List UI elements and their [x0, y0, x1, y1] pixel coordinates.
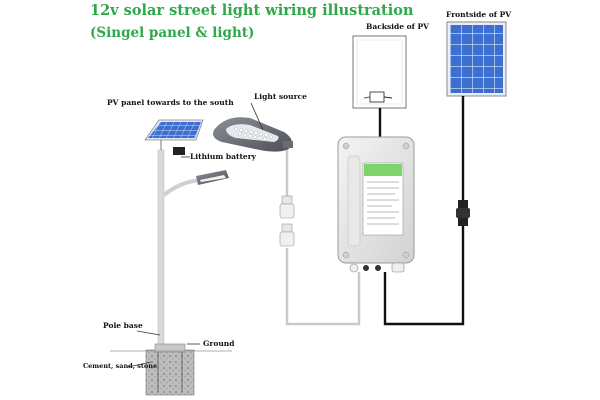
- label-cement-sand-stone: Cement, sand, stone: [83, 362, 158, 370]
- pole-mounted-pv-panel: [144, 119, 204, 141]
- leader-lines: [127, 102, 264, 368]
- label-ground: Ground: [203, 339, 235, 348]
- label-light-source: Light source: [254, 92, 307, 101]
- pv-panel-backside: [352, 35, 407, 109]
- light-cable: [285, 148, 361, 326]
- pv-cable: [378, 96, 465, 326]
- pv-cable-connector: [456, 200, 470, 226]
- pole-base-foundation: [110, 343, 232, 396]
- pole-battery: [173, 147, 185, 155]
- lithium-battery-controller-box: [337, 136, 415, 273]
- street-light-pole: [157, 140, 201, 366]
- pv-panel-frontside: [446, 21, 507, 97]
- label-pole-base: Pole base: [103, 321, 143, 330]
- label-backside-of-pv: Backside of PV: [366, 22, 429, 31]
- label-pv-towards-south: PV panel towards to the south: [107, 98, 234, 107]
- light-cable-connector: [279, 195, 295, 247]
- label-frontside-of-pv: Frontside of PV: [446, 10, 512, 19]
- diagram-subtitle: (Singel panel & light): [90, 25, 255, 41]
- pole-lamp-head: [196, 170, 229, 185]
- diagram-title: 12v solar street light wiring illustrati…: [90, 2, 414, 19]
- light-source-lamp: [213, 117, 293, 152]
- label-lithium-battery: Lithium battery: [190, 152, 257, 161]
